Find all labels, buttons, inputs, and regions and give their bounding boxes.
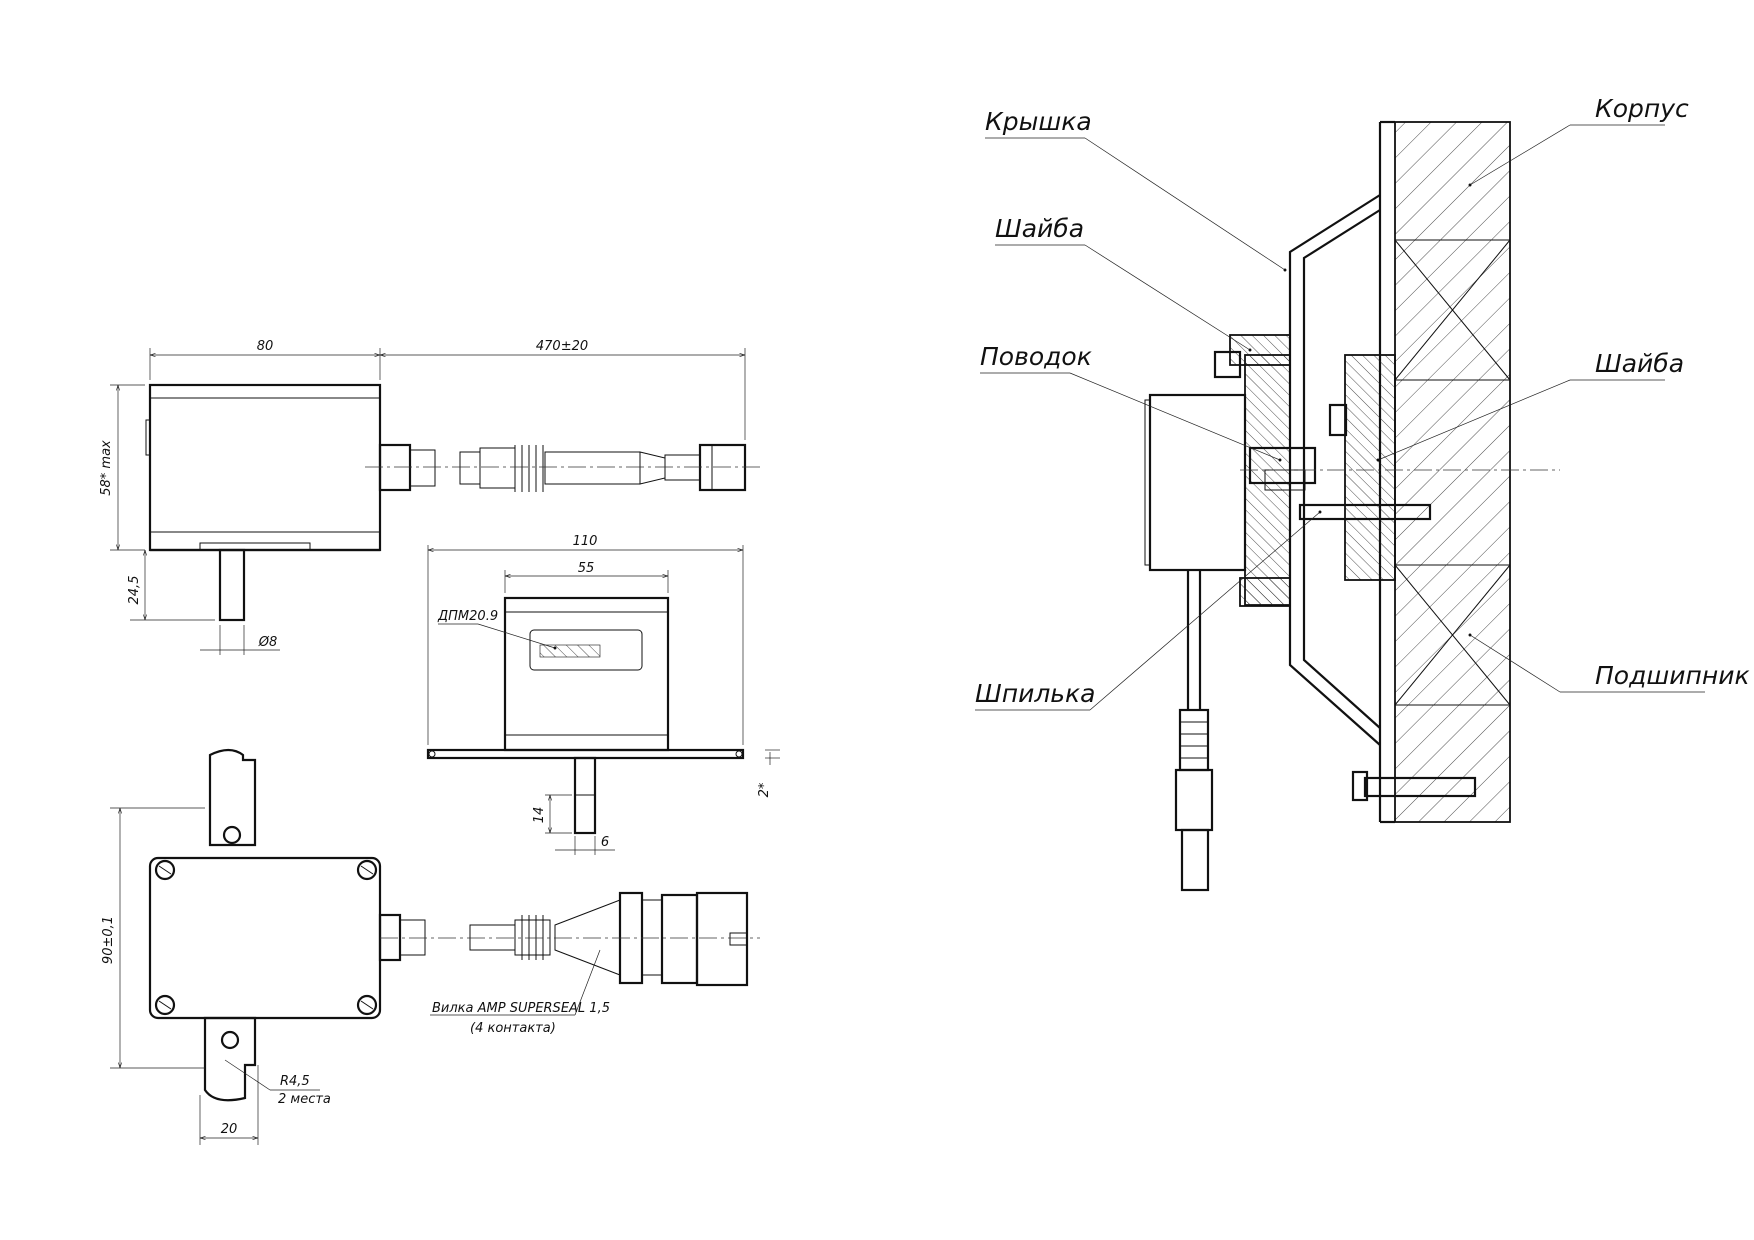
bracket-top [208, 748, 257, 847]
label-driver: Поводок [980, 342, 1092, 371]
label-bearing: Подшипник [1595, 661, 1750, 690]
housing-section [1394, 121, 1511, 823]
dim-cable-length: 470±20 [536, 339, 588, 354]
dim-side-width: 80 [257, 339, 274, 354]
model-label: ДПМ20.9 [437, 609, 498, 624]
nameplate [529, 629, 643, 671]
assembly-callouts: Крышка Шайба Поводок Шпилька Корпус Шайб… [975, 94, 1750, 711]
assembly-section: Крышка Шайба Поводок Шпилька Корпус Шайб… [975, 94, 1750, 892]
dim-bracket-width: 20 [221, 1122, 238, 1137]
stud [1298, 503, 1432, 521]
dim-shaft-diameter: Ø8 [258, 635, 278, 650]
sensor-in-assembly [1148, 393, 1247, 572]
dim-plate-thickness: 2* [757, 782, 772, 797]
mounting-plate [426, 748, 745, 760]
sensor-body-side [148, 383, 382, 552]
washer-right [1344, 354, 1396, 581]
radius-count: 2 места [278, 1092, 331, 1107]
dim-side-height: 58* max [99, 440, 114, 496]
dim-shaft-length: 14 [532, 807, 547, 824]
sensor-shaft [218, 548, 246, 622]
label-washer-left: Шайба [995, 214, 1084, 243]
connector-contacts: (4 контакта) [470, 1021, 556, 1036]
radius-note: R4,5 [280, 1074, 310, 1089]
dim-shaft-offset: 24,5 [127, 576, 142, 605]
label-washer-right: Шайба [1595, 349, 1684, 378]
cable-assembly-side [378, 443, 747, 492]
dim-top-height: 90±0,1 [101, 916, 116, 964]
dim-shaft-width: 6 [601, 835, 609, 850]
connector-note: Вилка AMP SUPERSEAL 1,5 [432, 1001, 610, 1016]
sensor-body-top [148, 856, 382, 1020]
label-cover: Крышка [985, 107, 1092, 136]
dim-label-width: 55 [578, 561, 595, 576]
label-housing: Корпус [1595, 94, 1689, 123]
dim-front-width: 110 [573, 534, 598, 549]
label-stud: Шпилька [975, 679, 1095, 708]
front-view: 110 55 ДПМ20.9 2* 14 6 [426, 534, 780, 855]
barcode [539, 644, 601, 658]
top-view: 90±0,1 20 R4,5 2 места Вилка AMP SUPERSE… [101, 748, 760, 1145]
bracket-bottom [203, 1016, 257, 1102]
sensor-body-front [503, 596, 670, 752]
side-view: 80 470±20 58* max 24,5 Ø8 [99, 339, 760, 655]
connector-assembly [378, 891, 749, 987]
